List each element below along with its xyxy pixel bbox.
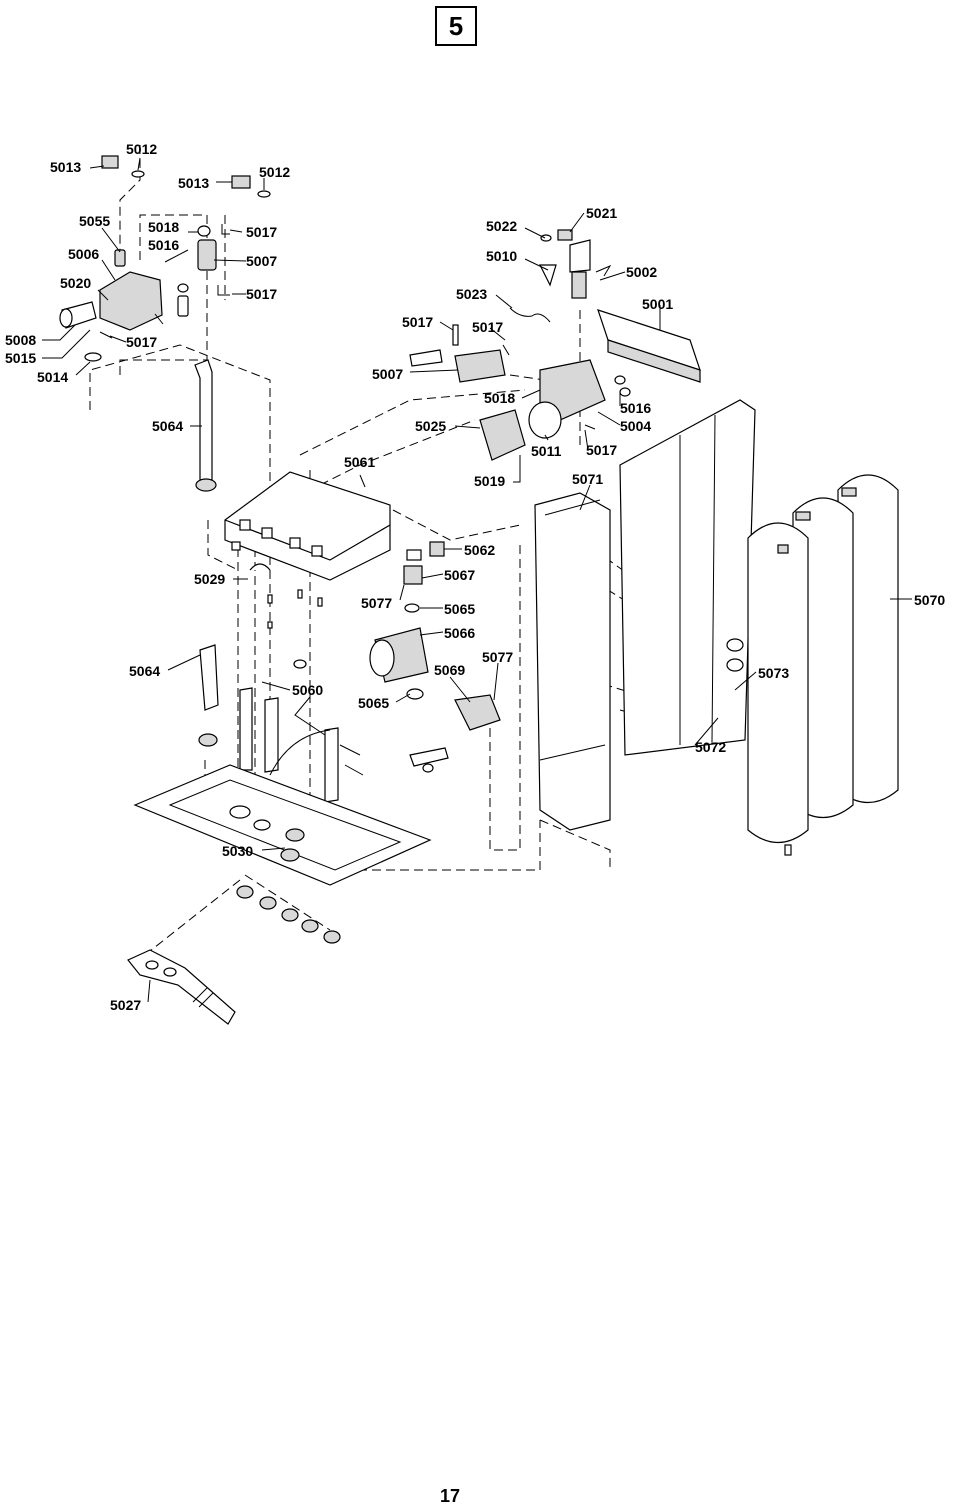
label-5071: 5071: [572, 471, 603, 487]
label-5029: 5029: [194, 571, 225, 587]
heat-shield-5061: [224, 471, 391, 581]
label-5018: 5018: [148, 219, 179, 235]
drain-5027: [127, 949, 236, 1025]
label-5016: 5016: [148, 237, 179, 253]
label-5002: 5002: [626, 264, 657, 280]
label-5025: 5025: [415, 418, 446, 434]
label-5017: 5017: [246, 224, 277, 240]
label-5017: 5017: [402, 314, 433, 330]
label-5069: 5069: [434, 662, 465, 678]
label-5022: 5022: [486, 218, 517, 234]
label-5010: 5010: [486, 248, 517, 264]
label-5064: 5064: [129, 663, 160, 679]
part-labels: 5013 5012 5013 5012 5055 5006 5020 5018 …: [5, 141, 945, 1013]
label-5008: 5008: [5, 332, 36, 348]
leader-lines: [42, 157, 912, 1003]
base-fittings: [236, 885, 341, 944]
label-5017: 5017: [586, 442, 617, 458]
label-5017: 5017: [472, 319, 503, 335]
expansion-vessels-5070: [747, 474, 899, 856]
label-5065: 5065: [358, 695, 389, 711]
clip-5013a-shape: [101, 155, 119, 169]
section-label: 5: [435, 6, 477, 46]
label-5014: 5014: [37, 369, 68, 385]
label-5018: 5018: [484, 390, 515, 406]
label-5027: 5027: [110, 997, 141, 1013]
label-5060: 5060: [292, 682, 323, 698]
label-5070: 5070: [914, 592, 945, 608]
back-panel: [619, 399, 756, 756]
hydraulic-block-right: [409, 229, 701, 461]
label-5017: 5017: [126, 334, 157, 350]
hydraulic-block-left: [59, 155, 271, 362]
label-5007: 5007: [246, 253, 277, 269]
label-5077: 5077: [361, 595, 392, 611]
label-5011: 5011: [531, 443, 562, 459]
label-5072: 5072: [695, 739, 726, 755]
label-5073: 5073: [758, 665, 789, 681]
label-5016: 5016: [620, 400, 651, 416]
screws-5029: [267, 589, 323, 629]
front-cover-5071: [534, 492, 611, 831]
label-5012: 5012: [259, 164, 290, 180]
label-5015: 5015: [5, 350, 36, 366]
label-5019: 5019: [474, 473, 505, 489]
lower-pipes: [198, 644, 364, 803]
base-plate: [133, 764, 432, 886]
label-5030: 5030: [222, 843, 253, 859]
label-5021: 5021: [586, 205, 617, 221]
label-5017: 5017: [246, 286, 277, 302]
label-5077: 5077: [482, 649, 513, 665]
label-5065: 5065: [444, 601, 475, 617]
page-number: 17: [440, 1486, 461, 1506]
label-5064: 5064: [152, 418, 183, 434]
pump-assembly: [369, 541, 501, 773]
label-5062: 5062: [464, 542, 495, 558]
label-5004: 5004: [620, 418, 651, 434]
label-5020: 5020: [60, 275, 91, 291]
label-5013: 5013: [50, 159, 81, 175]
label-5067: 5067: [444, 567, 475, 583]
pipe-5064-upper: [194, 359, 217, 492]
label-5012: 5012: [126, 141, 157, 157]
label-5007: 5007: [372, 366, 403, 382]
label-5006: 5006: [68, 246, 99, 262]
label-5023: 5023: [456, 286, 487, 302]
label-5066: 5066: [444, 625, 475, 641]
label-5055: 5055: [79, 213, 110, 229]
label-5061: 5061: [344, 454, 375, 470]
label-5013: 5013: [178, 175, 209, 191]
label-5001: 5001: [642, 296, 673, 312]
